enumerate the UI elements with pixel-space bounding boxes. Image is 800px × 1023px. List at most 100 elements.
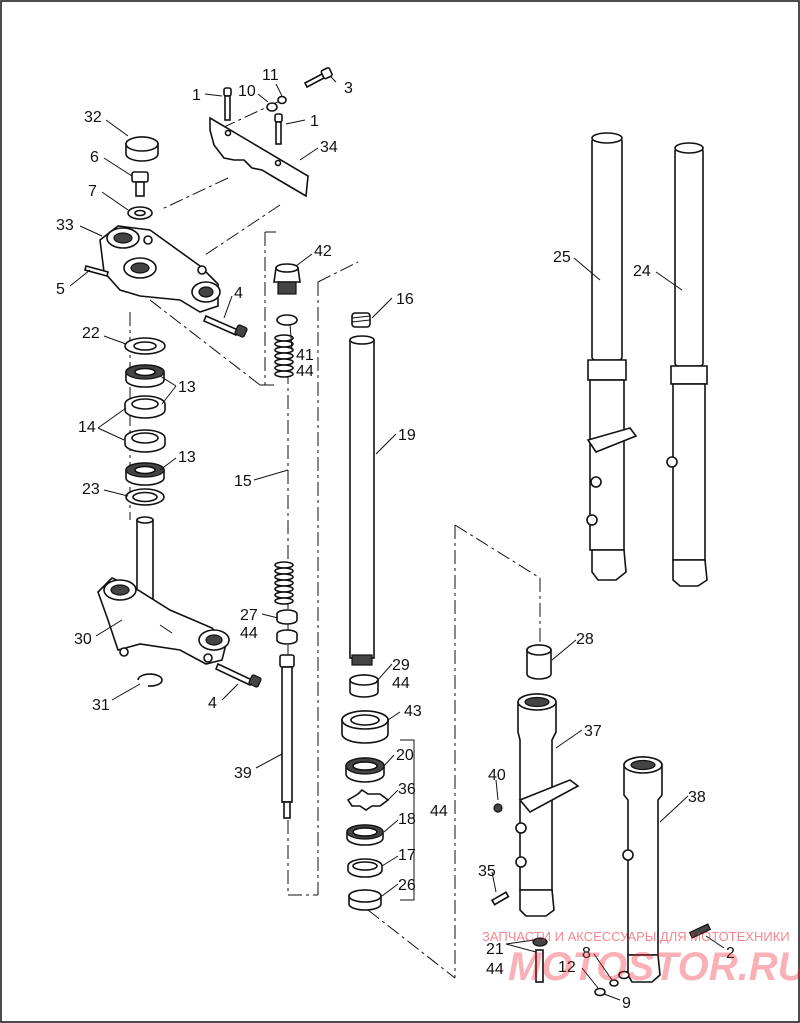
watermark-tagline: ЗАПЧАСТИ И АКСЕССУАРЫ ДЛЯ МОТОТЕХНИКИ <box>482 929 790 944</box>
small-hardware <box>490 803 712 997</box>
callout-28: 28 <box>576 631 594 648</box>
callout-6: 6 <box>90 149 99 166</box>
part-23-seal <box>125 488 165 506</box>
part-4-bolt-upper <box>202 314 248 338</box>
callout-10: 10 <box>238 83 256 100</box>
callout-37: 37 <box>584 723 602 740</box>
part-3-screw <box>303 67 333 89</box>
part-24-fork-assembly <box>666 142 708 587</box>
callout-41: 41 <box>296 347 314 364</box>
callout-16: 16 <box>396 291 414 308</box>
part-42-fork-cap <box>273 263 301 295</box>
part-13-bearing-lower <box>125 462 165 486</box>
callout-33: 33 <box>56 217 74 234</box>
part-16-spring <box>351 312 371 328</box>
part-37-fork-slider <box>515 693 580 917</box>
part-19-fork-tube <box>349 335 375 666</box>
spring-coil <box>274 340 294 348</box>
callout-24: 24 <box>633 263 651 280</box>
callout-1b: 1 <box>310 113 319 130</box>
part-22-dust-seal <box>124 337 166 355</box>
part-15-spring-upper <box>274 334 294 378</box>
watermark: ЗАПЧАСТИ И АКСЕССУАРЫ ДЛЯ МОТОТЕХНИКИ MO… <box>482 929 800 989</box>
callout-17: 17 <box>398 847 416 864</box>
part-29-bushing <box>349 674 379 698</box>
callout-18: 18 <box>398 811 416 828</box>
callout-44d: 44 <box>430 803 448 820</box>
spring-coil <box>274 358 294 366</box>
part-20-oil-seal <box>345 757 385 783</box>
callout-14: 14 <box>78 419 96 436</box>
part-4-bolt-lower <box>214 662 262 688</box>
callout-2: 2 <box>726 945 735 962</box>
part-33-upper-clamp <box>99 225 221 313</box>
callout-12: 12 <box>558 959 576 976</box>
callout-labels <box>69 75 725 1001</box>
callout-21: 21 <box>486 941 504 958</box>
callout-44e: 44 <box>486 961 504 978</box>
callout-30: 30 <box>74 631 92 648</box>
callout-13a: 13 <box>178 379 196 396</box>
callout-text: 1 10 11 3 1 34 32 6 7 33 5 4 42 16 25 24… <box>56 67 735 1012</box>
part-18-washer <box>346 824 384 846</box>
callout-5: 5 <box>56 281 65 298</box>
bracket-44-group <box>400 739 415 901</box>
spring-coil <box>274 591 294 599</box>
callout-20: 20 <box>396 747 414 764</box>
part-32-cap <box>125 136 159 162</box>
part-27-spacer <box>276 609 298 645</box>
callout-13b: 13 <box>178 449 196 466</box>
part-7-washer <box>127 206 153 220</box>
callout-40: 40 <box>488 767 506 784</box>
callout-4b: 4 <box>208 695 217 712</box>
part-1-bolts <box>223 87 283 145</box>
callout-32: 32 <box>84 109 102 126</box>
callout-44c: 44 <box>392 675 410 692</box>
part-28-bushing <box>526 644 552 680</box>
watermark-brand: MOTOSTOR.RU <box>508 945 800 989</box>
callout-7: 7 <box>88 183 97 200</box>
part-15-spring-lower <box>274 561 294 605</box>
part-43-dust-cover <box>341 710 389 744</box>
assembly-lines <box>129 99 541 979</box>
spring-coil <box>274 561 294 569</box>
part-14-race-upper <box>124 395 166 419</box>
callout-34: 34 <box>320 139 338 156</box>
callout-43: 43 <box>404 703 422 720</box>
spring-coil <box>274 334 294 342</box>
spring-coil <box>274 585 294 593</box>
part-13-bearing-upper <box>125 364 165 388</box>
callout-15: 15 <box>234 473 252 490</box>
callout-23: 23 <box>82 481 100 498</box>
callout-27: 27 <box>240 607 258 624</box>
callout-31: 31 <box>92 697 110 714</box>
callout-35: 35 <box>478 863 496 880</box>
callout-4a: 4 <box>234 285 243 302</box>
part-26-bushing <box>348 889 382 911</box>
part-5-bolt <box>84 265 109 277</box>
part-10-11-nut-washer <box>266 95 287 112</box>
part-6-bolt <box>131 171 149 197</box>
spring-coil <box>274 346 294 354</box>
callout-39: 39 <box>234 765 252 782</box>
part-39-damper-rod <box>279 654 295 819</box>
callout-44b: 44 <box>240 625 258 642</box>
spring-coil <box>274 364 294 372</box>
callout-9: 9 <box>622 995 631 1012</box>
part-41-o-ring <box>276 314 298 326</box>
part-30-lower-clamp <box>97 516 230 665</box>
callout-44a: 44 <box>296 363 314 380</box>
spring-coil <box>274 370 294 378</box>
callout-26: 26 <box>398 877 416 894</box>
callout-22: 22 <box>82 325 100 342</box>
spring-coil <box>274 579 294 587</box>
callout-1a: 1 <box>192 87 201 104</box>
spring-coil <box>274 352 294 360</box>
callout-8: 8 <box>582 945 591 962</box>
callout-38: 38 <box>688 789 706 806</box>
part-25-fork-assembly <box>586 132 638 581</box>
spring-coil <box>274 567 294 575</box>
part-36-retaining-clip <box>346 788 390 811</box>
callout-36: 36 <box>398 781 416 798</box>
